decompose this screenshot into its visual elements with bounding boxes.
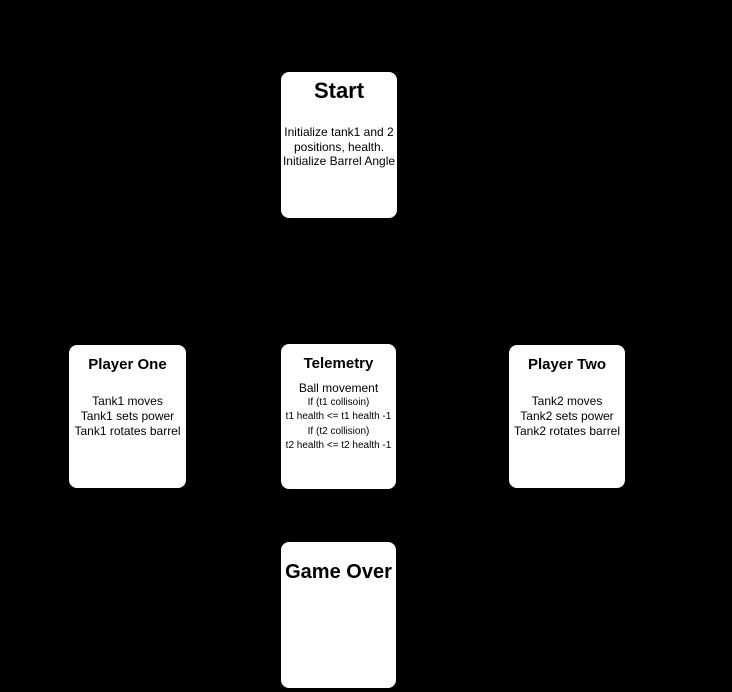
node-body-line: t1 health <= t1 health -1	[285, 411, 392, 422]
node-body-line: If (t2 collision)	[307, 425, 370, 437]
node-body-line: Tank1 sets power	[80, 409, 175, 423]
node-player-two-title: Player Two	[527, 356, 607, 373]
node-body-line: Tank1 moves	[92, 394, 163, 408]
node-body-line: If (t1 collisoin)	[307, 396, 370, 408]
node-start-title: Start	[313, 78, 365, 103]
node-body-line: positions, health.	[293, 139, 385, 154]
node-body-line: t2 health <= t2 health -1	[285, 440, 392, 451]
node-player-one[interactable]: Player One Tank1 moves Tank1 sets power …	[68, 344, 187, 489]
node-body-line: Tank2 sets power	[520, 409, 614, 423]
node-game-over[interactable]: Game Over	[280, 541, 397, 689]
node-player-two[interactable]: Player Two Tank2 moves Tank2 sets power …	[508, 344, 626, 489]
node-player-one-title: Player One	[88, 356, 167, 373]
node-body-line: Initialize tank1 and 2	[284, 125, 394, 139]
node-telemetry[interactable]: Telemetry Ball movement If (t1 collisoin…	[280, 343, 397, 490]
node-player-two-body: Tank2 moves Tank2 sets power Tank2 rotat…	[509, 394, 625, 439]
node-body-line: Ball movement	[298, 381, 379, 395]
node-body-line: Tank2 moves	[531, 394, 603, 408]
node-start[interactable]: Start Initialize tank1 and 2 positions, …	[280, 71, 398, 219]
node-telemetry-body: Ball movement If (t1 collisoin) t1 healt…	[281, 381, 396, 454]
node-body-line: Initialize Barrel Angle	[282, 154, 396, 168]
node-start-body: Initialize tank1 and 2 positions, health…	[281, 125, 397, 169]
node-game-over-title: Game Over	[285, 561, 392, 583]
node-telemetry-title: Telemetry	[303, 355, 374, 372]
node-body-line: Tank2 rotates barrel	[513, 424, 621, 438]
node-body-line: Tank1 rotates barrel	[74, 424, 181, 438]
node-player-one-body: Tank1 moves Tank1 sets power Tank1 rotat…	[69, 394, 186, 439]
